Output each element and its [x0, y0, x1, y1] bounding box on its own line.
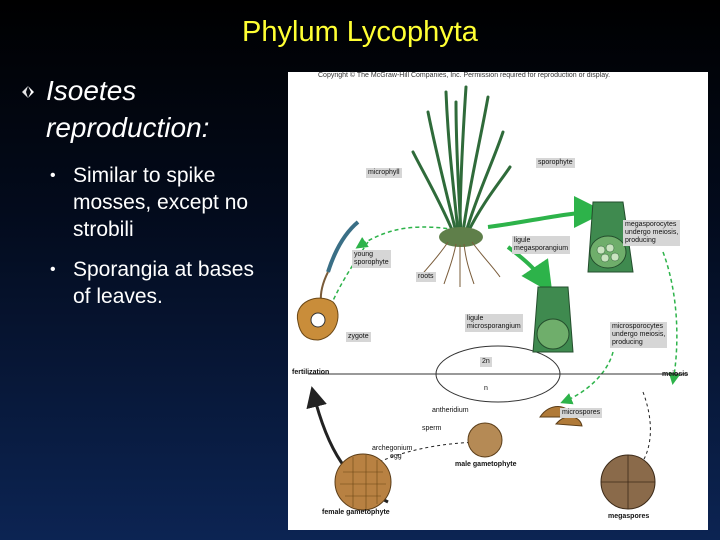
copyright-notice: Copyright © The McGraw-Hill Companies, I… [318, 72, 610, 79]
label-antheridium: antheridium [430, 406, 471, 416]
label-female-gametophyte: female gametophyte [320, 508, 392, 518]
label-ligule-microsporangium: ligule microsporangium [465, 314, 523, 332]
label-megasporocytes: megasporocytes undergo meiosis, producin… [623, 220, 680, 246]
label-microsporocytes: microsporocytes undergo meiosis, produci… [610, 322, 667, 348]
label-young-sporophyte: young sporophyte [352, 250, 391, 268]
bullet-text: Similar to spike mosses, except no strob… [73, 162, 273, 243]
label-meiosis: meiosis [660, 370, 690, 380]
label-zygote: zygote [346, 332, 371, 342]
slide-title: Phylum Lycophyta [0, 16, 720, 49]
heading-species: Isoetes [46, 75, 136, 106]
label-n: n [482, 384, 490, 394]
isoetes-life-cycle-figure: Copyright © The McGraw-Hill Companies, I… [288, 72, 708, 530]
label-microphyll: microphyll [366, 168, 402, 178]
label-fertilization: fertilization [290, 368, 331, 378]
label-ligule-megasporangium: ligule megasporangium [512, 236, 570, 254]
label-sporophyte: sporophyte [536, 158, 575, 168]
label-sperm: sperm [420, 424, 443, 434]
label-roots: roots [416, 272, 436, 282]
label-egg: egg [388, 452, 404, 462]
bullet-text: Sporangia at bases of leaves. [73, 256, 273, 310]
heading-rest: reproduction: [46, 112, 209, 143]
bullet-dot-icon: • [50, 256, 56, 283]
section-heading: Isoetes reproduction: [46, 72, 286, 146]
label-microspores: microspores [560, 408, 602, 418]
diamond-arrow-icon [20, 84, 36, 100]
label-2n: 2n [480, 357, 492, 367]
label-megaspores: megaspores [606, 512, 651, 522]
label-male-gametophyte: male gametophyte [453, 460, 518, 470]
bullet-dot-icon: • [50, 162, 56, 189]
